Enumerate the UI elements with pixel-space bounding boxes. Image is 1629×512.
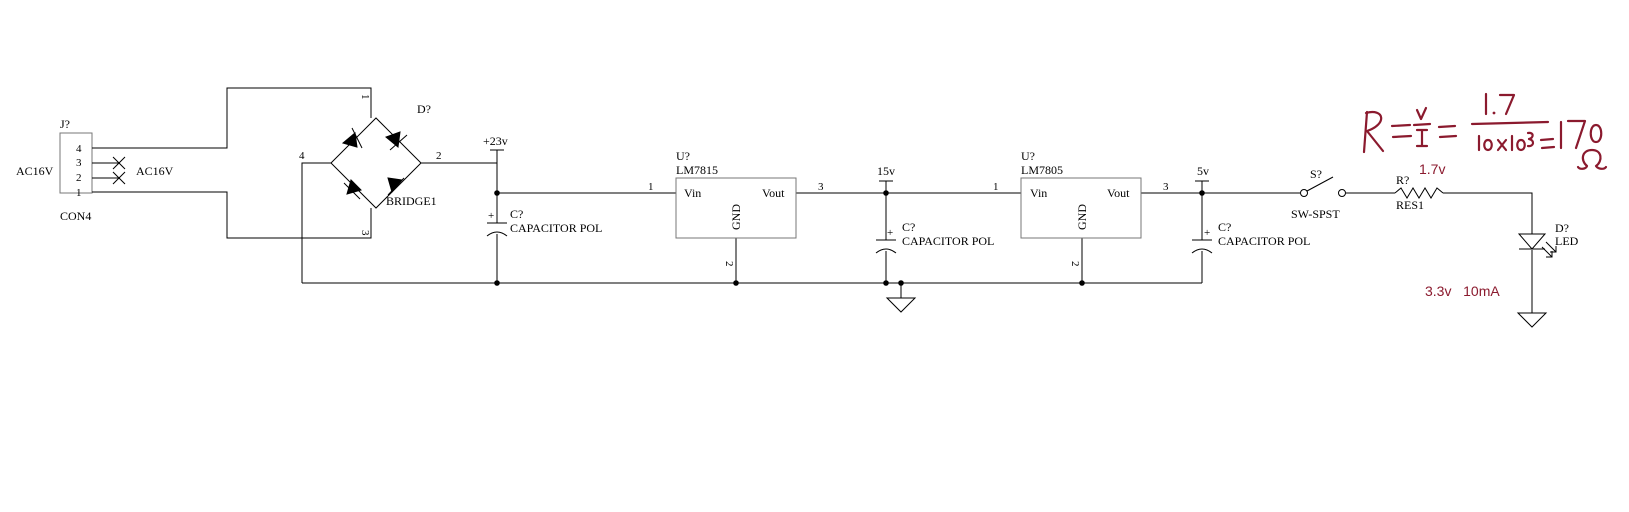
bridge-pin-bottom: 3: [359, 230, 371, 236]
net-label-5v[interactable]: 5v: [1195, 164, 1209, 182]
cap-plate-curved: [1191, 248, 1213, 254]
cap3-value: CAPACITOR POL: [1218, 234, 1310, 248]
junction-dot: [883, 280, 889, 286]
regulator-lm7815[interactable]: U? LM7815 Vin Vout GND 1 3 2: [648, 149, 824, 267]
bridge-value: BRIDGE1: [386, 194, 437, 208]
cap-plate-curved: [875, 248, 897, 254]
resistor-ref: R?: [1396, 173, 1409, 187]
bridge-pin-top: 1: [359, 94, 371, 100]
connector-ref: J?: [60, 117, 70, 131]
connector-pin-1: 1: [76, 187, 82, 199]
led-arrow-icon: [1541, 246, 1553, 258]
resistor-res1[interactable]: R? RES1: [1394, 173, 1444, 212]
switch-lever: [1306, 176, 1334, 192]
reg2-pin-gnd: 2: [1069, 261, 1081, 267]
connector-pin-4: 4: [76, 143, 82, 155]
connector-net-label: AC16V: [16, 164, 54, 178]
net-label-23v[interactable]: +23v: [483, 134, 508, 151]
reg1-pin-in: 1: [648, 181, 654, 193]
capacitor-c3[interactable]: + C? CAPACITOR POL: [1191, 220, 1310, 254]
bridge-pin-right: 2: [436, 150, 442, 162]
junction-dot: [494, 190, 500, 196]
reg2-value: LM7805: [1021, 163, 1063, 177]
ground-icon: [885, 297, 917, 313]
reg1-gnd: GND: [729, 204, 743, 230]
ground-icon: [1516, 312, 1548, 328]
wires: [92, 87, 1533, 313]
cap-plate-curved: [486, 231, 508, 237]
connector-value: CON4: [60, 209, 91, 223]
reg1-vout: Vout: [762, 186, 785, 200]
junction-dot: [898, 280, 904, 286]
reg1-value: LM7815: [676, 163, 718, 177]
connector-con4[interactable]: J? CON4 AC16V 4 3 2 1 AC16V: [16, 117, 174, 223]
reg2-ref: U?: [1021, 149, 1035, 163]
switch-contact: [1338, 189, 1346, 197]
connector-pin-2: 2: [76, 172, 82, 184]
reg2-pin-in: 1: [993, 181, 999, 193]
cap1-ref: C?: [510, 207, 523, 221]
no-connect-icon: [112, 156, 126, 170]
annotation-3-3v-10ma: 3.3v 10mA: [1425, 283, 1500, 299]
capacitor-c2[interactable]: + C? CAPACITOR POL: [875, 220, 994, 254]
net-label-15v[interactable]: 15v: [877, 164, 895, 182]
switch-ref: S?: [1310, 167, 1322, 181]
led-value: LED: [1555, 234, 1579, 248]
diode-icon: [385, 131, 408, 151]
net-5v-text: 5v: [1197, 164, 1209, 178]
capacitor-c1[interactable]: + C? CAPACITOR POL: [486, 207, 602, 237]
junction-dot: [494, 280, 500, 286]
cap2-plus: +: [887, 227, 893, 239]
resistor-value: RES1: [1396, 198, 1424, 212]
switch-spst[interactable]: S? SW-SPST: [1291, 167, 1346, 221]
reg1-ref: U?: [676, 149, 690, 163]
junction-dot: [1199, 190, 1205, 196]
resistor-zigzag: [1394, 187, 1444, 199]
bridge-ref: D?: [417, 102, 431, 116]
switch-contact: [1300, 189, 1308, 197]
cap2-ref: C?: [902, 220, 915, 234]
cap3-plus: +: [1204, 227, 1210, 239]
bridge-pin-left: 4: [299, 150, 305, 162]
switch-value: SW-SPST: [1291, 207, 1340, 221]
cap1-value: CAPACITOR POL: [510, 221, 602, 235]
reg2-pin-out: 3: [1163, 181, 1169, 193]
diode-icon: [341, 127, 363, 149]
reg2-vout: Vout: [1107, 186, 1130, 200]
no-connect-icon: [112, 171, 126, 185]
junctions: [494, 190, 1205, 286]
cap3-ref: C?: [1218, 220, 1231, 234]
junction-dot: [1079, 280, 1085, 286]
bridge-outline: [330, 117, 422, 209]
connector-side-label: AC16V: [136, 164, 174, 178]
regulator-lm7805[interactable]: U? LM7805 Vin Vout GND 1 3 2: [993, 149, 1169, 267]
connector-pin-3: 3: [76, 157, 82, 169]
led-triangle-icon: [1517, 233, 1547, 250]
reg2-gnd: GND: [1075, 204, 1089, 230]
led-ref: D?: [1555, 221, 1569, 235]
net-23v-text: +23v: [483, 134, 508, 148]
junction-dot: [883, 190, 889, 196]
reg1-pin-gnd: 2: [723, 261, 735, 267]
diode-icon: [343, 179, 362, 200]
bridge-rectifier[interactable]: D? BRIDGE1 1 4 2 3: [299, 94, 442, 236]
annotation-resistor-voltage: 1.7v: [1419, 161, 1445, 177]
cap2-value: CAPACITOR POL: [902, 234, 994, 248]
reg2-body: [1020, 177, 1142, 239]
reg1-body: [675, 177, 797, 239]
handwritten-formula-image: [1362, 92, 1608, 170]
annotation-led-rating: 3.3v 10mA: [1425, 283, 1500, 299]
reg1-pin-out: 3: [818, 181, 824, 193]
cap1-plus: +: [488, 210, 494, 222]
junction-dot: [733, 280, 739, 286]
led[interactable]: D? LED: [1517, 221, 1579, 258]
connector-body: [59, 132, 93, 194]
net-15v-text: 15v: [877, 164, 895, 178]
annotation-1-7v: 1.7v: [1419, 161, 1445, 177]
reg2-vin: Vin: [1030, 186, 1047, 200]
diode-icon: [387, 177, 405, 196]
reg1-vin: Vin: [684, 186, 701, 200]
